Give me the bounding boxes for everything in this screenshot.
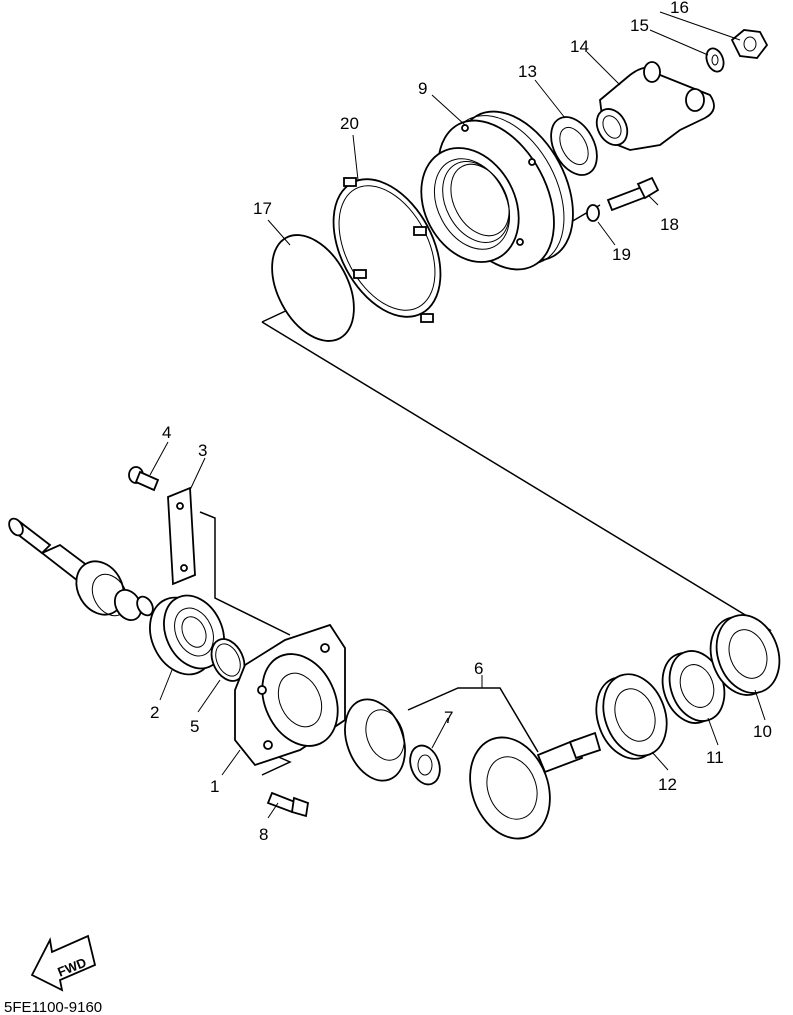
label-part-15: 15 (630, 16, 649, 35)
label-part-11: 11 (706, 748, 724, 767)
part-5-oring (210, 638, 246, 682)
catalog-code: 5FE1100-9160 (4, 999, 102, 1015)
label-part-9: 9 (418, 79, 427, 98)
fwd-arrow-icon: FWD (30, 934, 97, 992)
label-part-17: 17 (253, 199, 272, 218)
label-part-19: 19 (612, 245, 631, 264)
label-part-14: 14 (570, 37, 589, 56)
part-13-seal (550, 116, 598, 176)
label-part-20: 20 (340, 114, 359, 133)
part-19-washer (586, 204, 600, 222)
part-11-ring-nut (661, 650, 726, 724)
part-labels: 1 2 3 4 5 6 7 8 9 10 11 12 13 14 15 16 1… (150, 0, 772, 844)
part-8-bolt (266, 791, 310, 818)
part-17-gasket (271, 234, 355, 342)
part-20-shim (332, 177, 442, 323)
part-9-housing (420, 110, 574, 271)
label-part-3: 3 (198, 441, 207, 460)
part-12-bearing (595, 673, 668, 760)
part-15-washer (705, 47, 725, 73)
part-14-yoke (595, 61, 715, 151)
label-part-18: 18 (660, 215, 679, 234)
label-part-8: 8 (259, 825, 268, 844)
label-part-10: 10 (753, 722, 772, 741)
part-7-nut (409, 744, 441, 786)
part-10-bearing (709, 614, 781, 696)
label-part-7: 7 (444, 708, 453, 727)
drive-shaft (8, 517, 154, 621)
label-part-4: 4 (162, 423, 171, 442)
leader-lines (149, 11, 766, 819)
label-part-2: 2 (150, 703, 159, 722)
label-part-16: 16 (670, 0, 689, 17)
label-part-13: 13 (518, 62, 537, 81)
label-part-5: 5 (190, 717, 199, 736)
part-16-nut (730, 29, 769, 59)
part-3-plate (167, 486, 196, 586)
label-part-1: 1 (210, 777, 219, 796)
part-1-flange (234, 623, 346, 767)
part-6-gear-set (344, 698, 602, 840)
label-part-12: 12 (658, 775, 677, 794)
part-2-bearing (149, 594, 225, 676)
label-part-6: 6 (474, 659, 483, 678)
part-4-screw (128, 466, 160, 492)
part-18-bolt (606, 176, 660, 212)
